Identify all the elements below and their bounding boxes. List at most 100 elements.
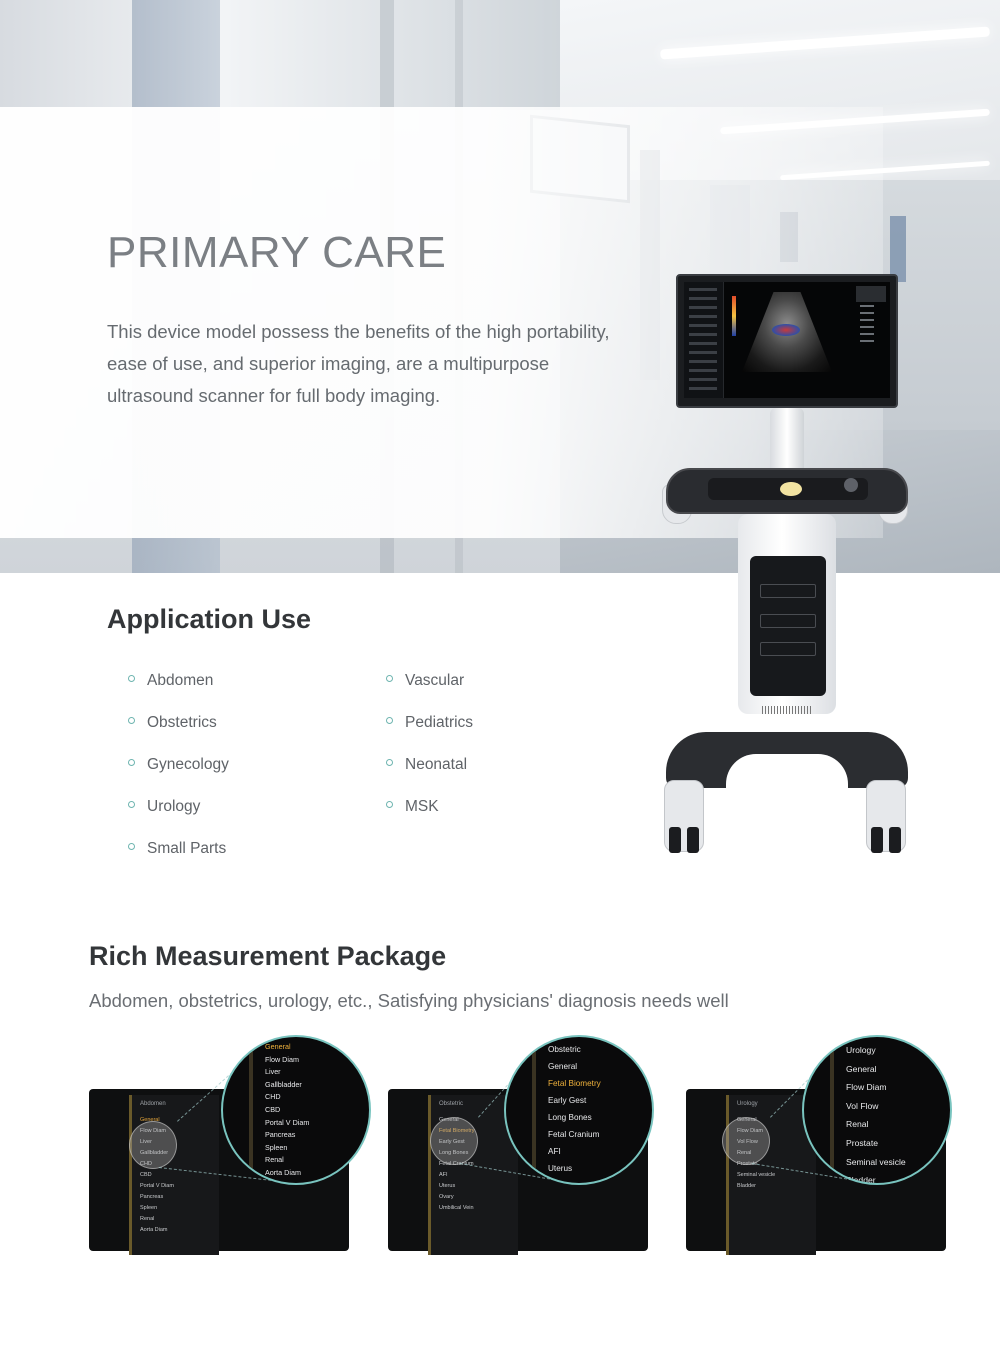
- measurement-menu-title: Obstetric: [439, 1101, 464, 1107]
- zoomed-menu-item: Uterus: [548, 1164, 573, 1173]
- zoomed-menu-item: Renal: [846, 1119, 869, 1130]
- zoomed-menu-item: Vol Flow: [846, 1100, 879, 1111]
- zoomed-menu-item: Ovary: [548, 1177, 601, 1183]
- hero-window-light: [0, 0, 560, 110]
- menu-side-bar: [249, 1037, 253, 1183]
- application-item-label: Urology: [147, 798, 201, 815]
- application-item: Abdomen: [128, 669, 229, 711]
- zoomed-menu-item: Portal V Diam: [265, 1117, 310, 1127]
- application-item-label: Gynecology: [147, 756, 229, 773]
- measurement-menu-item[interactable]: Seminal vesicle: [737, 1172, 776, 1178]
- zoomed-menu-item: Prostate: [846, 1137, 879, 1148]
- zoomed-menu-item: Spleen: [265, 1142, 288, 1152]
- device-console: [666, 468, 908, 514]
- probe-port-panel: [750, 556, 826, 696]
- screen-readout: [860, 300, 880, 342]
- probe-port: [760, 584, 816, 598]
- measurement-menu-item[interactable]: CBD: [140, 1172, 152, 1178]
- device-wheel: [866, 780, 906, 853]
- circle-bullet-icon: [386, 801, 393, 808]
- zoomed-menu-item: Seminal vesicle: [846, 1156, 906, 1167]
- trackball: [780, 482, 802, 496]
- measurement-menu-item[interactable]: Aorta Diam: [140, 1227, 168, 1233]
- zoomed-menu-item: CBD: [265, 1104, 281, 1114]
- measurement-menu-item[interactable]: Spleen: [140, 1205, 158, 1211]
- zoomed-menu-item: Flow Diam: [846, 1082, 887, 1093]
- circle-bullet-icon: [128, 717, 135, 724]
- zoomed-menu-item: General: [846, 1063, 877, 1074]
- device-vent: [762, 706, 812, 714]
- zoomed-menu-item: Aorta Diam: [265, 1167, 301, 1177]
- circle-bullet-icon: [386, 717, 393, 724]
- device-base: [666, 732, 908, 788]
- application-item: MSK: [386, 795, 473, 837]
- zoomed-menu-item: Pancreas: [265, 1130, 296, 1140]
- measurement-menu-item[interactable]: Umbilical Vein: [439, 1205, 474, 1211]
- application-item-label: Obstetrics: [147, 714, 217, 731]
- measurement-menu-item[interactable]: Bladder: [737, 1183, 756, 1189]
- measurement-menu-title: Urology: [737, 1101, 758, 1107]
- menu-side-bar: [532, 1037, 536, 1183]
- probe-port: [760, 614, 816, 628]
- zoom-origin-circle: [129, 1121, 177, 1169]
- corridor-sign: [890, 216, 906, 282]
- application-item: Neonatal: [386, 753, 473, 795]
- circle-bullet-icon: [386, 675, 393, 682]
- measurement-heading: Rich Measurement Package: [89, 941, 447, 971]
- zoom-origin-circle: [430, 1117, 478, 1165]
- circle-bullet-icon: [128, 675, 135, 682]
- zoomed-menu-item: General: [265, 1042, 291, 1051]
- measurement-menu-item[interactable]: Ovary: [439, 1194, 454, 1200]
- application-item-label: Vascular: [405, 672, 465, 689]
- measurement-menu-item[interactable]: Renal: [140, 1216, 155, 1222]
- hero-description: This device model possess the benefits o…: [107, 321, 610, 406]
- zoomed-menu-item: AFI: [548, 1147, 561, 1156]
- application-item: Small Parts: [128, 837, 229, 879]
- zoom-origin-circle: [722, 1117, 770, 1165]
- application-item-label: Neonatal: [405, 756, 468, 773]
- zoomed-menu-item: Bladder: [846, 1175, 876, 1185]
- application-item-label: Abdomen: [147, 672, 214, 689]
- zoomed-menu-item: General: [548, 1062, 578, 1071]
- measurement-subtitle: Abdomen, obstetrics, urology, etc., Sati…: [89, 990, 729, 1011]
- application-item: Urology: [128, 795, 229, 837]
- screen-sidebar: [684, 282, 724, 398]
- application-item: Gynecology: [128, 753, 229, 795]
- measurement-menu-item[interactable]: AFI: [439, 1172, 448, 1178]
- zoomed-menu-item: CHD: [265, 1092, 281, 1102]
- circle-bullet-icon: [128, 843, 135, 850]
- application-item-label: MSK: [405, 798, 439, 815]
- zoomed-menu-item: Fetal Biometry: [548, 1079, 601, 1088]
- ultrasound-device-image: [660, 270, 910, 860]
- measurement-menu-item[interactable]: Pancreas: [140, 1194, 164, 1200]
- device-screen: [684, 282, 890, 398]
- zoomed-menu-item: Renal: [265, 1155, 284, 1165]
- measurement-menu-item[interactable]: General: [140, 1117, 160, 1123]
- measurement-menu-item[interactable]: Portal V Diam: [140, 1183, 174, 1189]
- application-item: Pediatrics: [386, 711, 473, 753]
- zoomed-menu-item: Early Gest: [548, 1096, 587, 1105]
- zoomed-menu-item: Flow Diam: [265, 1054, 299, 1064]
- application-item: Obstetrics: [128, 711, 229, 753]
- zoomed-menu-item: Fetal Cranium: [548, 1130, 600, 1139]
- measurement-menu-item[interactable]: Uterus: [439, 1183, 456, 1189]
- circle-bullet-icon: [386, 759, 393, 766]
- zoomed-menu-item: Iliac Diam: [265, 1180, 309, 1183]
- page-title: PRIMARY CARE: [107, 228, 447, 277]
- application-item-label: Pediatrics: [405, 714, 474, 731]
- application-item-label: Small Parts: [147, 840, 227, 857]
- menu-side-bar: [830, 1037, 834, 1183]
- application-item: Vascular: [386, 669, 473, 711]
- zoomed-menu-item: Urology: [846, 1045, 876, 1055]
